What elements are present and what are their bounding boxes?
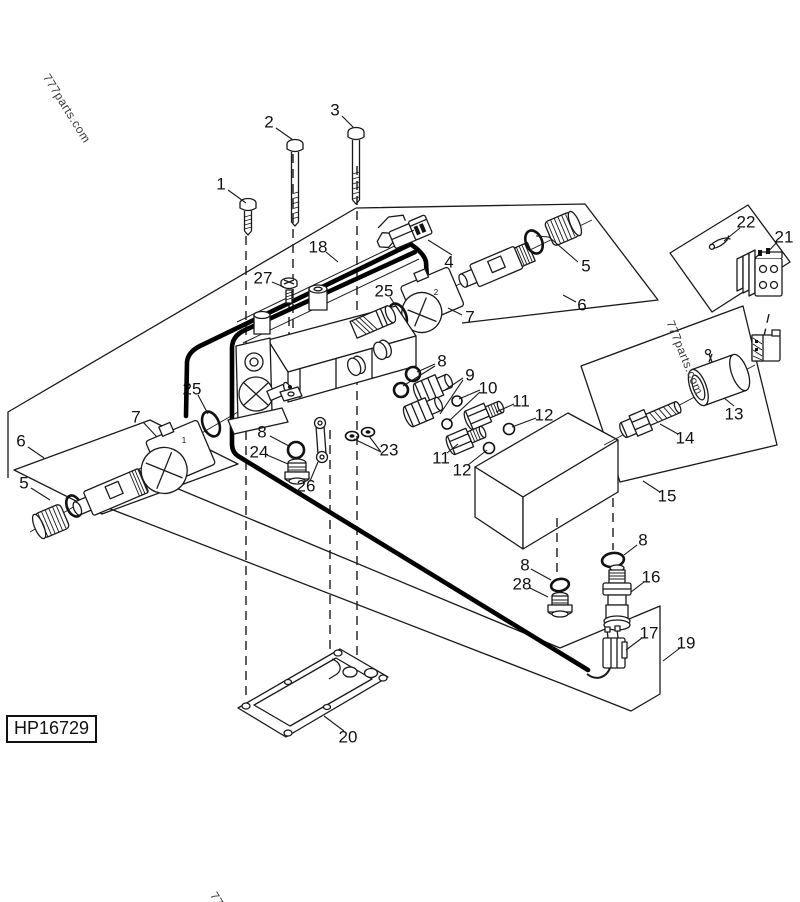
- relay-21: [736, 248, 783, 297]
- callout-5-27: 5: [19, 473, 29, 493]
- oring-5-right: [523, 229, 545, 255]
- screw-27: [280, 277, 298, 304]
- orings-10: [441, 395, 463, 430]
- callout-20-36: 20: [338, 727, 358, 747]
- callout-15-14: 15: [657, 486, 677, 506]
- panel-top-right-cartridge: [355, 203, 659, 324]
- callout-8-23: 8: [257, 422, 267, 442]
- panel-relay: [669, 204, 791, 313]
- callout-28-31: 28: [512, 574, 532, 594]
- coil-face-mark-1: 1: [181, 436, 187, 445]
- plug-28: [547, 591, 573, 618]
- link-26: [313, 416, 329, 464]
- knurled-cap-right: [544, 210, 583, 246]
- callout-18-4: 18: [308, 237, 328, 257]
- channel-upper-edge: [151, 477, 561, 649]
- oring-8-bottom-left: [549, 577, 571, 593]
- orings-8-center: [392, 365, 422, 399]
- callout-6-9: 6: [577, 295, 587, 315]
- callout-11-20: 11: [432, 448, 450, 468]
- wire-harness-18: [183, 238, 591, 673]
- callout-23-22: 23: [379, 440, 399, 460]
- channel-lower-edge: [107, 507, 561, 684]
- callout-9-16: 9: [465, 365, 475, 385]
- callout-10-17: 10: [478, 378, 498, 398]
- callout-8-32: 8: [638, 530, 648, 550]
- bolt-2: [286, 138, 304, 227]
- orings-12: [482, 422, 516, 455]
- connector-4: [376, 214, 433, 249]
- cartridge-valve-right: [458, 241, 536, 288]
- grommets-23: [344, 426, 376, 442]
- callout-11-18: 11: [512, 391, 530, 411]
- plug-24: [284, 458, 310, 485]
- gasket-20: [237, 648, 389, 738]
- valve-spool: [349, 305, 397, 339]
- callout-2-1: 2: [264, 112, 274, 132]
- oring-8-left: [286, 440, 306, 460]
- callout-22-10: 22: [736, 212, 756, 232]
- callout-7-7: 7: [465, 307, 475, 327]
- coupler-9b: [402, 396, 444, 428]
- callout-19-35: 19: [676, 633, 696, 653]
- callout-4-3: 4: [444, 252, 454, 272]
- callout-6-26: 6: [16, 431, 26, 451]
- callout-24-24: 24: [249, 442, 269, 462]
- pin-22: [708, 235, 731, 250]
- coupler-9a: [412, 373, 454, 405]
- solenoid-coil-right: [400, 266, 465, 334]
- callout-3-2: 3: [330, 100, 340, 120]
- callout-8-30: 8: [520, 555, 530, 575]
- callout-13-12: 13: [724, 404, 744, 424]
- clamp-plate: [279, 386, 303, 402]
- stud-14: [619, 401, 682, 439]
- callout-25-6: 25: [374, 281, 394, 301]
- panel-outlines: [7, 203, 791, 712]
- knurled-cap-left: [31, 504, 70, 540]
- figure-code-label: HP16729: [6, 715, 98, 743]
- callout-leader-lines: [27, 115, 778, 732]
- solenoid-coil-left: [140, 419, 216, 495]
- valve-body: [227, 284, 417, 435]
- bolt-3: [347, 126, 365, 205]
- pressure-sensor-16: [602, 564, 632, 631]
- panel-left-cartridge: [13, 419, 239, 515]
- callout-7-28: 7: [131, 407, 141, 427]
- cartridge-valve-left: [72, 468, 149, 516]
- callout-17-34: 17: [639, 623, 659, 643]
- callout-26-25: 26: [296, 476, 316, 496]
- sleeve-13: [687, 353, 751, 407]
- bolt-1: [239, 197, 257, 236]
- oring-25-left: [200, 410, 222, 438]
- coil-face-mark-2: 2: [433, 288, 439, 297]
- callout-12-21: 12: [452, 460, 472, 480]
- relay-connector: [751, 329, 781, 362]
- callout-14-13: 14: [675, 428, 695, 448]
- callout-12-19: 12: [534, 405, 554, 425]
- callout-16-33: 16: [641, 567, 661, 587]
- callout-27-5: 27: [253, 268, 273, 288]
- callout-8-15: 8: [437, 351, 447, 371]
- connector-17: [586, 625, 628, 679]
- callout-21-11: 21: [774, 227, 794, 247]
- callout-1-0: 1: [216, 174, 226, 194]
- callout-5-8: 5: [581, 256, 591, 276]
- callout-25-29: 25: [182, 379, 202, 399]
- main-outline-edge: [7, 207, 357, 478]
- kit-box-15: [474, 412, 619, 550]
